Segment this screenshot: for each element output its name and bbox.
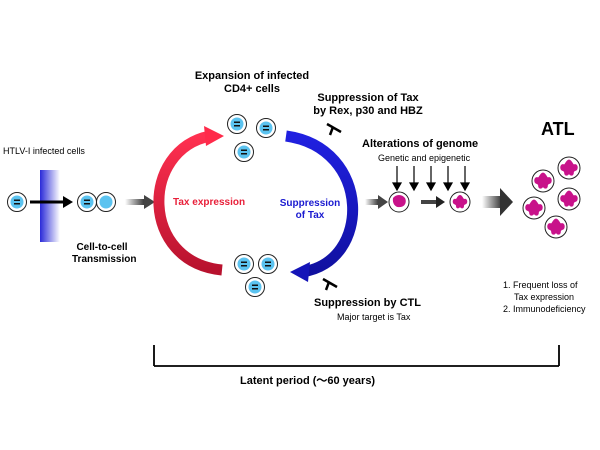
inhibitor-symbol-bottom (322, 277, 338, 291)
alterations-title: Alterations of genome (362, 138, 479, 150)
transmission-barrier (40, 170, 60, 242)
cell-to-cell-label: Cell-to-cell Transmission (72, 242, 137, 266)
suppression-ctl-title: Suppression by CTL (314, 297, 421, 309)
infected-cell (7, 192, 27, 212)
grey-arrow-1 (125, 195, 155, 209)
atl-cells (522, 156, 581, 239)
transforming-cell (388, 191, 410, 213)
suppression-of-tax-label: Suppression of Tax (278, 198, 342, 222)
grey-arrow-3 (482, 188, 513, 216)
htlv-infected-label: HTLV-I infected cells (3, 146, 85, 156)
expanded-cells-top (227, 114, 276, 162)
small-arrow (421, 196, 445, 208)
inhibitor-symbol-top (326, 122, 342, 136)
expansion-line1: Expansion of infected (194, 70, 310, 82)
suppression-of-tax-line2: of Tax (295, 210, 325, 221)
genome-alteration-arrows (391, 166, 471, 192)
suppression-ctl-subtitle: Major target is Tax (337, 312, 411, 322)
tax-expression-label: Tax expression (173, 197, 246, 208)
latent-period-bracket (153, 345, 560, 367)
suppression-rex-label: Suppression of Tax by Rex, p30 and HBZ (298, 92, 438, 118)
outcome-1-line2: Tax expression (514, 292, 575, 302)
red-arrowhead (204, 126, 224, 146)
cell-to-cell-line2: Transmission (72, 254, 137, 265)
expanded-cells-bottom (234, 254, 278, 297)
transmission-arrow (30, 196, 73, 208)
leukemic-cell (449, 191, 471, 213)
outcome-1-line1: 1. Frequent loss of (503, 280, 578, 290)
expansion-line2: CD4+ cells (224, 83, 280, 96)
expansion-label: Expansion of infected CD4+ cells (182, 70, 322, 96)
grey-arrow-2 (365, 195, 388, 209)
tax-expression-arrow (153, 130, 223, 276)
cell-pair (77, 192, 116, 212)
latent-period-label: Latent period (〜60 years) (240, 375, 376, 387)
suppression-arrow (285, 130, 359, 278)
blue-arrowhead (290, 262, 310, 282)
outcome-2: 2. Immunodeficiency (503, 304, 586, 314)
suppression-rex-line1: Suppression of Tax (317, 92, 419, 104)
alterations-subtitle: Genetic and epigenetic (378, 153, 471, 163)
suppression-rex-line2: by Rex, p30 and HBZ (313, 105, 423, 118)
cell-to-cell-line1: Cell-to-cell (76, 242, 128, 253)
suppression-of-tax-line1: Suppression (279, 198, 341, 209)
atl-label: ATL (541, 119, 575, 139)
